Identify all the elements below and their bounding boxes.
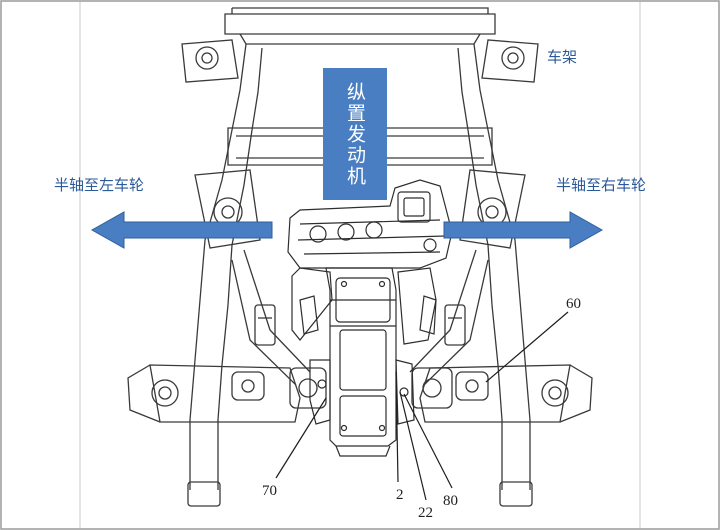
callout-70: 70 <box>262 483 277 499</box>
leader-60 <box>485 311 569 383</box>
leader-2 <box>395 371 399 483</box>
frame-drawing <box>127 7 593 507</box>
callout-2: 2 <box>396 487 404 503</box>
callout-60: 60 <box>566 296 581 312</box>
callout-22: 22 <box>418 505 433 521</box>
leader-80 <box>403 393 453 489</box>
left-halfshaft-label: 半轴至左车轮 <box>54 176 144 194</box>
right-halfshaft-arrow <box>443 211 604 249</box>
engine-label: 纵置发动机 <box>344 82 366 187</box>
callout-80: 80 <box>443 493 458 509</box>
drive-unit-drawing <box>287 179 453 457</box>
right-halfshaft-label: 半轴至右车轮 <box>556 176 646 194</box>
left-halfshaft-arrow <box>90 211 273 249</box>
leader-22 <box>399 391 427 501</box>
frame-label: 车架 <box>547 48 577 66</box>
leader-70 <box>275 397 327 479</box>
callout-leaders <box>275 311 569 501</box>
engine-box <box>323 68 387 200</box>
